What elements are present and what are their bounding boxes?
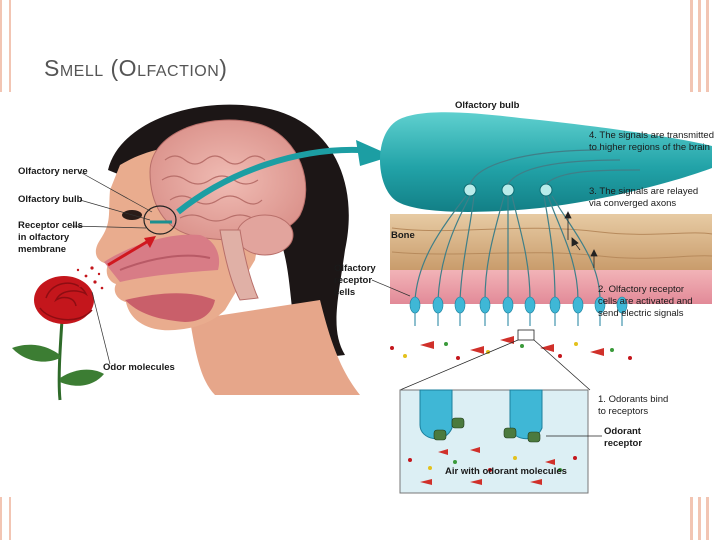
label-olfactory-receptor-cells: Olfactory <box>334 263 376 274</box>
label-odorant-receptor: Odorant <box>604 426 642 437</box>
step-4: to higher regions of the brain <box>589 142 710 153</box>
step-1: 1. Odorants bind <box>598 394 668 405</box>
teal-arrow <box>176 140 392 215</box>
label-odorant-receptor: receptor <box>604 438 642 449</box>
right-labels: Olfactory bulb Bone Olfactory receptor c… <box>334 100 714 477</box>
step-2: cells are activated and <box>598 296 693 307</box>
step-1: to receptors <box>598 406 648 417</box>
olfactory-detail <box>379 112 713 494</box>
right-stripe <box>690 497 693 540</box>
label-olfactory-bulb: Olfactory bulb <box>18 194 83 205</box>
label-odor-molecules: Odor molecules <box>103 362 175 373</box>
label-receptor-cells: Receptor cells <box>18 220 83 231</box>
label-receptor-cells: in olfactory <box>18 232 70 243</box>
label-olfactory-bulb-detail: Olfactory bulb <box>455 100 520 111</box>
label-olfactory-receptor-cells: cells <box>334 287 355 298</box>
airflow-arrows <box>420 336 604 356</box>
right-stripe <box>698 0 701 92</box>
step-2: send electric signals <box>598 308 684 319</box>
left-stripe <box>0 0 2 92</box>
head-cross-section <box>95 104 360 395</box>
step-3: via converged axons <box>589 198 676 209</box>
right-stripe <box>706 497 709 540</box>
left-stripe <box>9 497 11 540</box>
slide-title: Smell (Olfaction) <box>44 55 228 81</box>
left-labels: Olfactory nerve Olfactory bulb Receptor … <box>18 166 175 373</box>
rose-icon <box>12 276 104 401</box>
right-stripe <box>690 0 693 92</box>
label-receptor-cells: membrane <box>18 244 66 255</box>
label-olfactory-nerve: Olfactory nerve <box>18 166 88 177</box>
step-3: 3. The signals are relayed <box>589 186 698 197</box>
right-stripe <box>706 0 709 92</box>
left-stripe <box>9 0 11 92</box>
label-bone: Bone <box>391 230 415 241</box>
step-4: 4. The signals are transmitted <box>589 130 714 141</box>
air-molecule-dots <box>390 342 632 360</box>
odor-molecule-dots <box>76 266 104 294</box>
step-2: 2. Olfactory receptor <box>598 284 684 295</box>
right-stripe <box>698 497 701 540</box>
label-olfactory-receptor-cells: receptor <box>334 275 372 286</box>
left-stripe <box>0 497 2 540</box>
label-air-with-odorant: Air with odorant molecules <box>445 466 567 477</box>
